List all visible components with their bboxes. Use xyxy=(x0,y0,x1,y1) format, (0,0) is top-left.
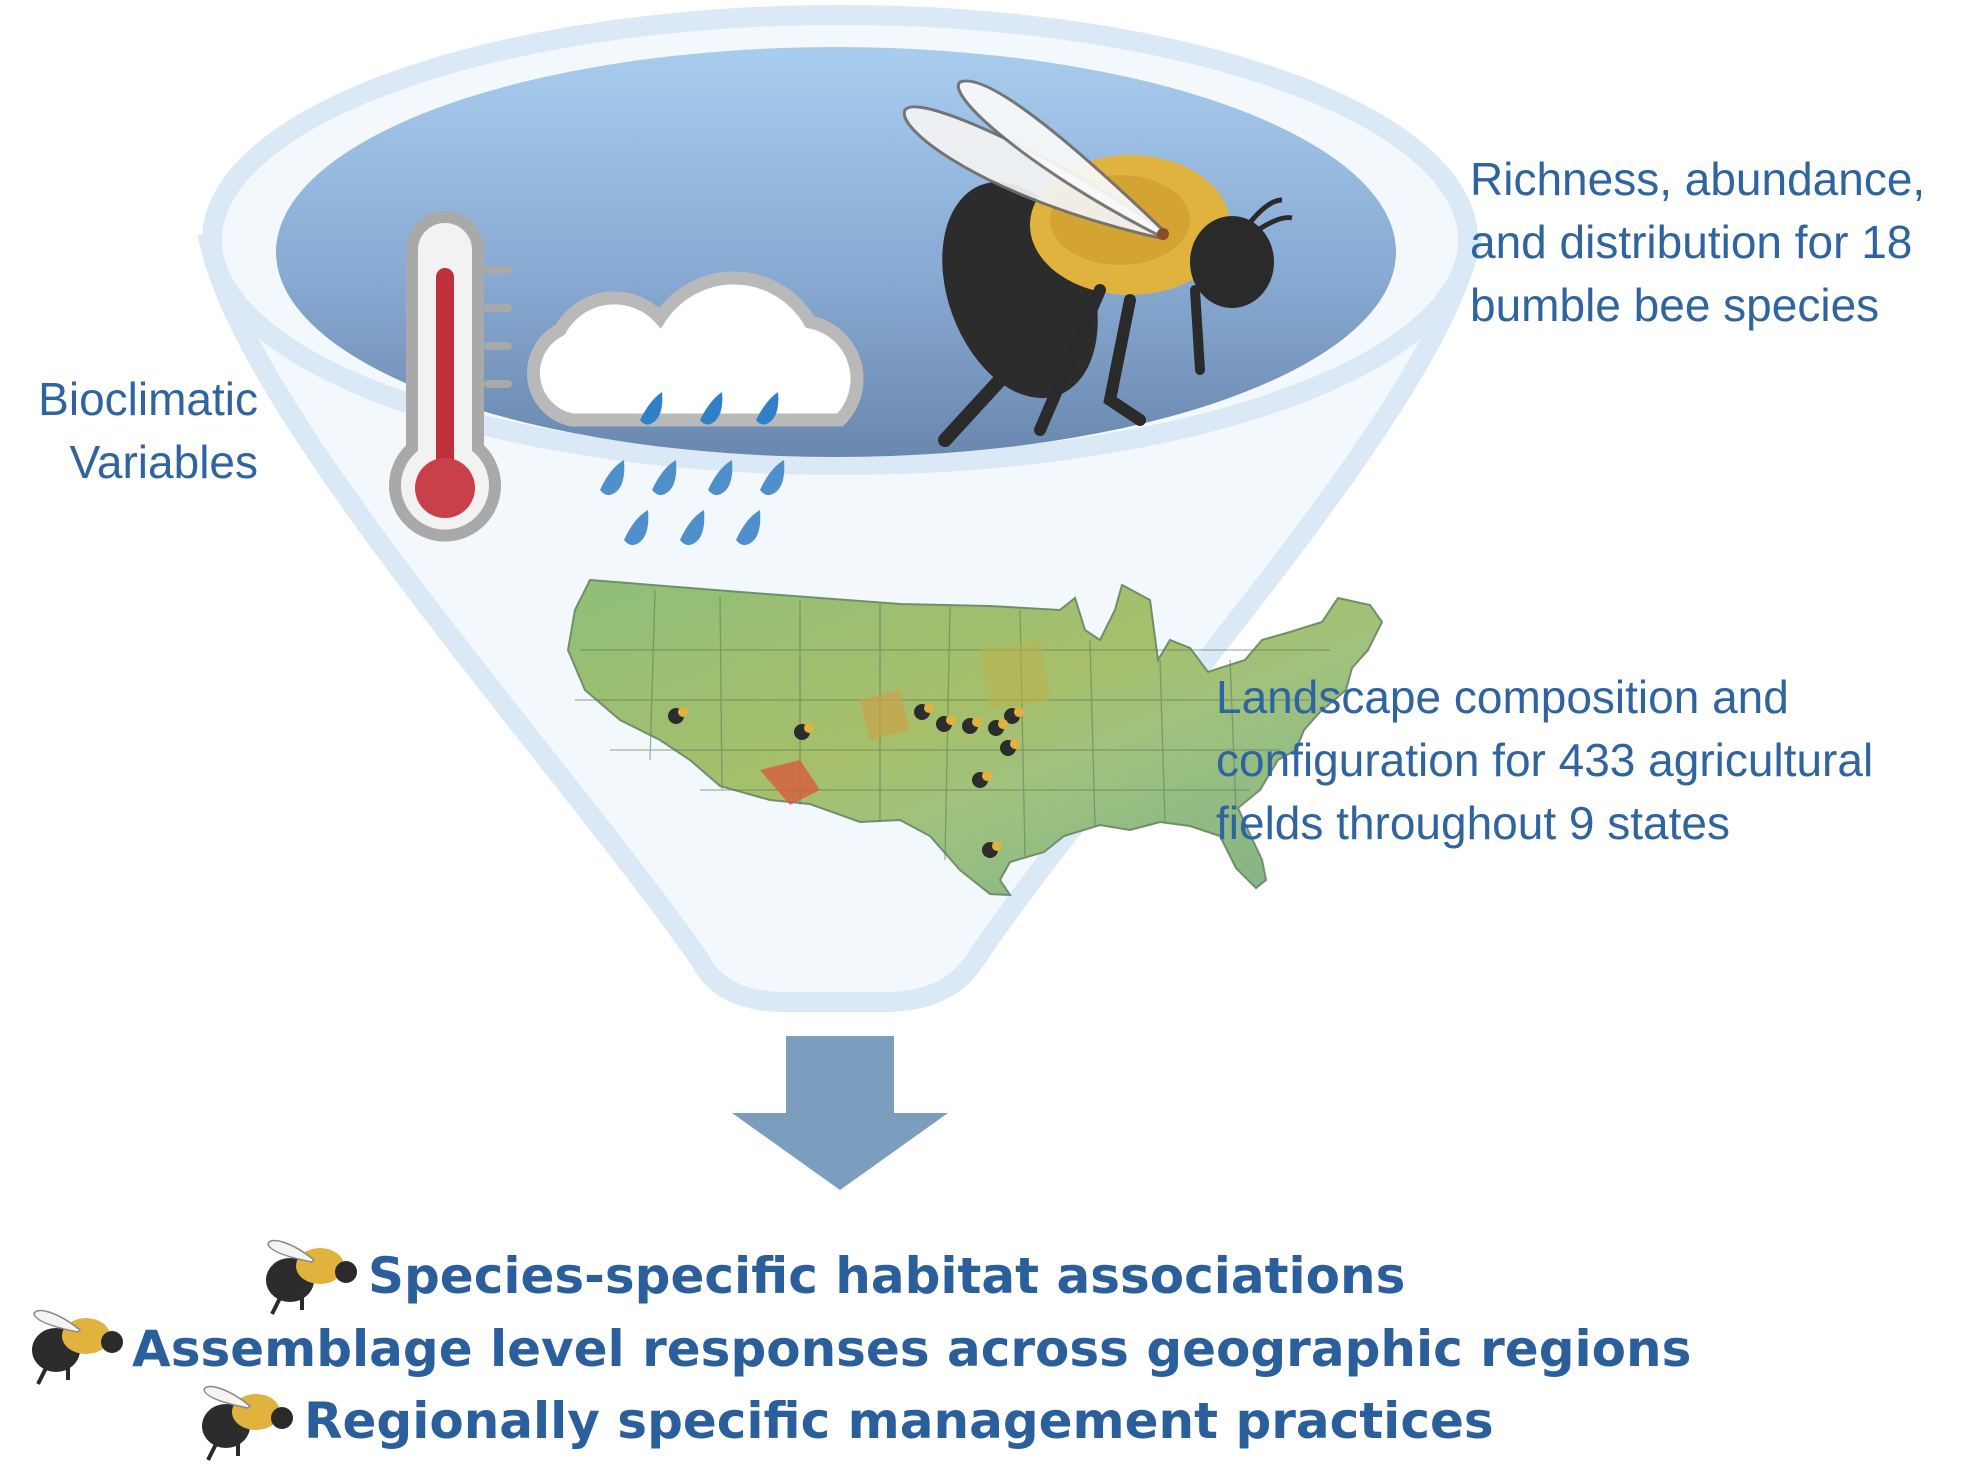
bee-data-label-line3: bumble bee species xyxy=(1470,279,1880,331)
landscape-label-line1: Landscape composition and xyxy=(1216,671,1789,723)
small-bee-icon xyxy=(32,1309,123,1385)
outcome-assemblage-responses: Assemblage level responses across geogra… xyxy=(132,1320,1692,1378)
bioclimatic-label: Bioclimatic Variables xyxy=(2,368,258,494)
bioclimatic-label-line1: Bioclimatic xyxy=(38,373,258,425)
small-bee-icon xyxy=(266,1239,357,1315)
bumble-bee-icon xyxy=(902,79,1293,447)
landscape-label-line3: fields throughout 9 states xyxy=(1216,797,1730,849)
landscape-label: Landscape composition and configuration … xyxy=(1216,666,1873,855)
small-bee-icon xyxy=(202,1385,293,1461)
outcome-management-practices: Regionally specific management practices xyxy=(304,1392,1494,1450)
landscape-label-line2: configuration for 433 agricultural xyxy=(1216,734,1874,786)
thermometer-icon xyxy=(389,211,512,542)
bee-data-label: Richness, abundance, and distribution fo… xyxy=(1470,148,1925,337)
bioclimatic-label-line2: Variables xyxy=(69,436,258,488)
rain-cloud-icon xyxy=(527,271,864,546)
down-arrow-icon xyxy=(732,1036,948,1190)
us-map-icon xyxy=(566,578,1384,897)
outcome-species-habitat: Species-specific habitat associations xyxy=(368,1247,1406,1305)
bee-data-label-line1: Richness, abundance, xyxy=(1470,153,1926,205)
bee-data-label-line2: and distribution for 18 xyxy=(1470,216,1913,268)
